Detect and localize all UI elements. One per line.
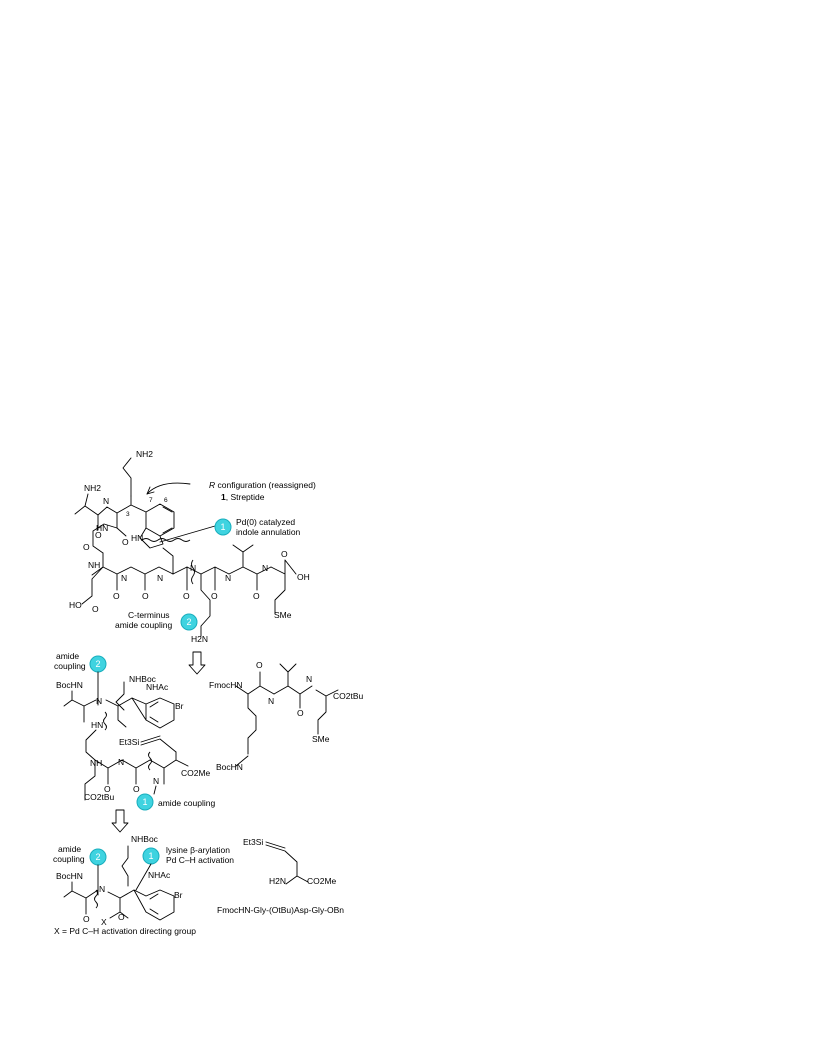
mid-nh-asp: NH	[90, 758, 102, 768]
mid-nh-gly: N	[118, 757, 124, 767]
o-label-9: O	[253, 591, 260, 601]
bot-x-label: X	[101, 917, 107, 927]
bot-nhboc-label: NHBoc	[131, 834, 159, 844]
compound-name: , Streptide	[226, 492, 265, 502]
mid-o-label-1: O	[104, 784, 111, 794]
mid-bochn-label: BocHN	[56, 680, 83, 690]
svg-text:N: N	[268, 696, 274, 706]
svg-text:N: N	[306, 674, 312, 684]
o-label-8: O	[211, 591, 218, 601]
pd-annulation-line1: Pd(0) catalyzed	[236, 517, 295, 527]
ala-nh2-label: NH2	[84, 483, 101, 493]
bot-pd-label: Pd C–H activation	[166, 855, 234, 865]
c-terminus-line2: amide coupling	[115, 620, 172, 630]
mid-nh-pg: N	[153, 776, 159, 786]
middle-right-fragment: FmocHN O N O N CO2tBu BocHN SMe	[209, 660, 364, 772]
bot-lysine-label: lysine β-arylation	[166, 845, 230, 855]
indole-hn-label: HN	[131, 533, 143, 543]
mid-nhac-label: NHAc	[146, 682, 169, 692]
mid-right-co2tbu: CO2tBu	[333, 691, 364, 701]
nh-label-asp: NH	[88, 560, 100, 570]
svg-text:O: O	[83, 914, 90, 924]
mid-o-label-2: O	[133, 784, 140, 794]
mid-fmochn-label: FmocHN	[209, 680, 243, 690]
bottom-left-intermediate: amide coupling 2 NHBoc 1 lysine β-arylat…	[53, 834, 234, 927]
position-7-label: 7	[149, 497, 153, 504]
hn-label-gly: HN	[96, 523, 108, 533]
position-3-label: 3	[126, 511, 130, 518]
mid-amide-label: amide	[56, 651, 79, 661]
svg-text:2: 2	[95, 659, 100, 669]
mid-amide-coupling-label: amide coupling	[158, 798, 215, 808]
retrosynthesis-arrow-1	[188, 651, 206, 675]
svg-text:O: O	[118, 912, 125, 922]
bot-co2me-label: CO2Me	[307, 876, 337, 886]
svg-text:O: O	[256, 660, 263, 670]
svg-text:1, Streptide: 1, Streptide	[221, 492, 265, 502]
nh-label-gly2: N	[121, 573, 127, 583]
o-label-6: O	[142, 591, 149, 601]
nh-label-met: N	[262, 563, 268, 573]
bot-amide-label: amide	[58, 844, 81, 854]
retrosynthesis-arrow-2	[111, 809, 129, 833]
peptide-fragment-label: FmocHN-Gly-(OtBu)Asp-Gly-OBn	[217, 905, 344, 915]
position-6-label: 6	[164, 497, 168, 504]
bot-br-label: Br	[174, 890, 183, 900]
mid-right-bochn: BocHN	[216, 762, 243, 772]
c-terminus-line1: C-terminus	[128, 610, 170, 620]
lys-nh2-label: NH2	[136, 449, 153, 459]
mid-br-label: Br	[175, 701, 184, 711]
mid-hn-label: HN	[91, 720, 103, 730]
disconnection-badge-2-top: 2	[180, 613, 198, 631]
bot-nhac-label: NHAc	[148, 870, 171, 880]
o-label-4: O	[92, 604, 99, 614]
disconnection-badge-2-mid: 2	[89, 655, 107, 673]
o-label-3: O	[83, 542, 90, 552]
mid-coupling-label: coupling	[54, 661, 86, 671]
bot-coupling-label: coupling	[53, 854, 85, 864]
svg-text:1: 1	[142, 797, 147, 807]
mid-co2tbu-label: CO2tBu	[84, 792, 115, 802]
svg-text:1: 1	[220, 522, 225, 532]
disconnection-badge-1-mid: 1	[136, 793, 154, 811]
nh-label-trp: N	[157, 573, 163, 583]
bot-nh-label: N	[99, 884, 105, 894]
svg-text:2: 2	[95, 852, 100, 862]
bot-bochn-label: BocHN	[56, 871, 83, 881]
config-arrow	[146, 482, 191, 495]
disconnection-badge-1-bottom: 1	[142, 847, 160, 865]
svg-text:O: O	[297, 708, 304, 718]
disconnection-badge-1-top: 1	[214, 518, 232, 536]
o-label-1: O	[95, 530, 102, 540]
footnote-directing-group: X = Pd C–H activation directing group	[54, 926, 196, 936]
pd-annulation-line2: indole annulation	[236, 527, 301, 537]
sme-label: SMe	[274, 610, 292, 620]
o-label-10: O	[281, 549, 288, 559]
nh-label-lys: N	[190, 563, 196, 573]
nh-label-val: N	[225, 573, 231, 583]
svg-text:2: 2	[186, 617, 191, 627]
bot-et3si-label: Et3Si	[243, 837, 263, 847]
middle-left-intermediate: amide coupling 2 NHBoc NHAc BocHN N Br H…	[54, 651, 215, 811]
h2n-label: H2N	[191, 634, 208, 644]
mid-nhboc-label: NHBoc	[129, 674, 157, 684]
mid-nh-label: N	[96, 696, 102, 706]
mid-co2me-label: CO2Me	[181, 768, 211, 778]
mid-right-sme: SMe	[312, 734, 330, 744]
oh-label: OH	[297, 572, 310, 582]
o-label-7: O	[183, 591, 190, 601]
o-label-2: O	[122, 537, 129, 547]
configuration-note: R configuration (reassigned)	[209, 480, 316, 490]
o-label-5: O	[113, 591, 120, 601]
mid-et3si-label: Et3Si	[119, 737, 139, 747]
compound-number: 1	[221, 492, 226, 502]
disconnection-badge-2-bottom: 2	[89, 848, 107, 866]
svg-text:1: 1	[148, 851, 153, 861]
streptide-structure: NH2 R configuration (reassigned) 1, Stre…	[69, 449, 316, 644]
nh-label-1: N	[103, 496, 109, 506]
ho-label: HO	[69, 600, 82, 610]
bot-h2n-label: H2N	[269, 876, 286, 886]
bottom-alkyne-amino-ester: Et3Si H2N CO2Me	[243, 837, 337, 886]
